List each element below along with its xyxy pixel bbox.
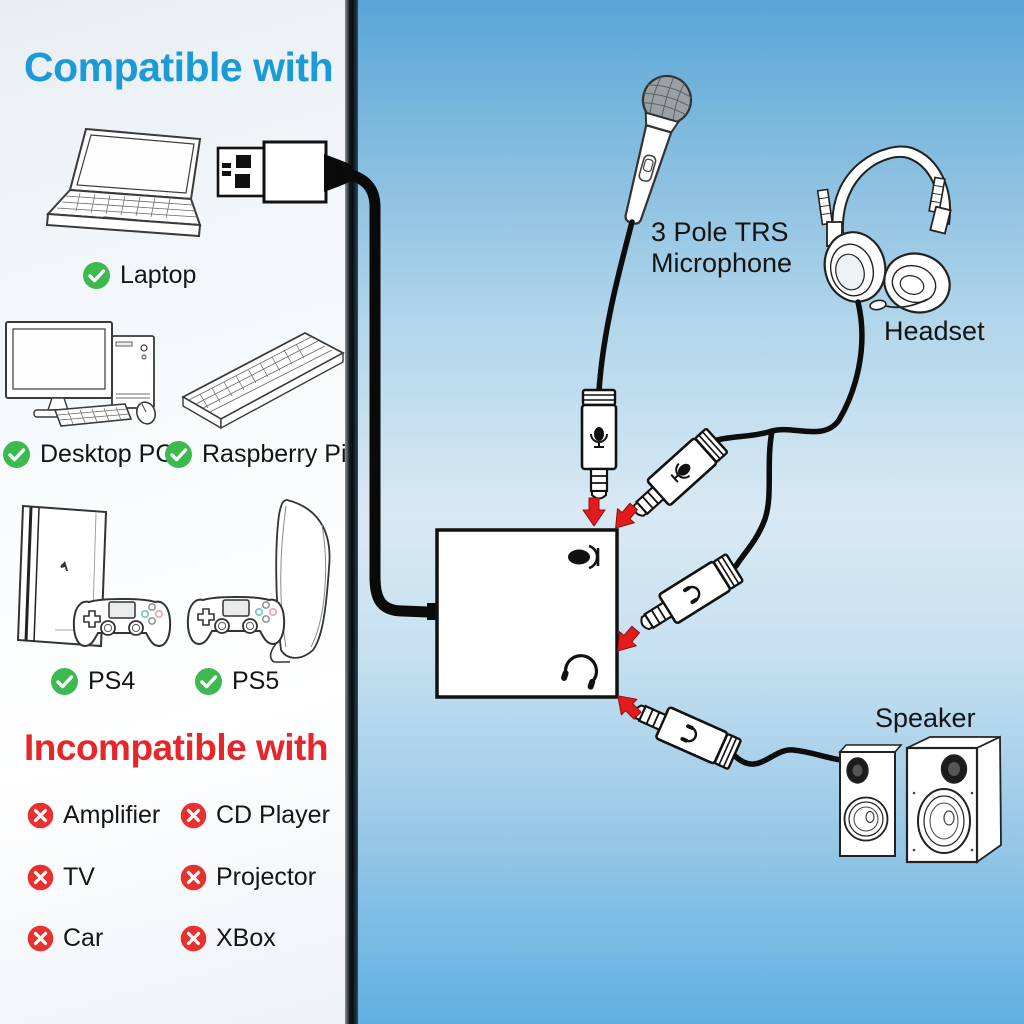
incompatible-item-tv: TV — [27, 863, 95, 892]
cross-icon — [180, 864, 207, 891]
incompatible-heading: Incompatible with — [24, 727, 328, 768]
item-label: PS5 — [232, 667, 280, 695]
cross-icon — [27, 864, 54, 891]
item-label: Raspberry Pi — [202, 440, 347, 468]
check-icon — [195, 668, 222, 695]
incompatible-item-amplifier: Amplifier — [27, 801, 160, 830]
cross-icon — [27, 802, 54, 829]
compatible-heading: Compatible with — [24, 44, 334, 90]
cross-icon — [180, 802, 207, 829]
incompatible-item-projector: Projector — [180, 863, 316, 892]
incompatible-item-car: Car — [27, 924, 103, 953]
check-icon — [51, 668, 78, 695]
item-label: Car — [63, 924, 104, 952]
cross-icon — [27, 925, 54, 952]
item-label: CD Player — [216, 801, 330, 829]
item-label: PS4 — [88, 667, 136, 695]
item-label: Desktop PC — [40, 440, 174, 468]
incompatible-item-cd-player: CD Player — [180, 801, 330, 830]
item-label: TV — [63, 863, 95, 891]
item-label: XBox — [216, 924, 276, 952]
diagram-panel — [358, 0, 1024, 1024]
cross-icon — [180, 925, 207, 952]
item-label: Laptop — [120, 261, 197, 289]
item-label: Projector — [216, 863, 317, 891]
panel-divider — [345, 0, 358, 1024]
item-label: Amplifier — [63, 801, 161, 829]
compatible-item-ps4: PS4 — [50, 667, 135, 696]
compatible-item-desktop-pc: Desktop PC — [2, 440, 173, 469]
check-icon — [83, 262, 110, 289]
compatible-item-raspberry-pi: Raspberry Pi — [164, 440, 347, 469]
check-icon — [165, 441, 192, 468]
incompatible-item-xbox: XBox — [180, 924, 276, 953]
compatible-item-laptop: Laptop — [82, 261, 196, 290]
compatible-item-ps5: PS5 — [194, 667, 279, 696]
check-icon — [3, 441, 30, 468]
